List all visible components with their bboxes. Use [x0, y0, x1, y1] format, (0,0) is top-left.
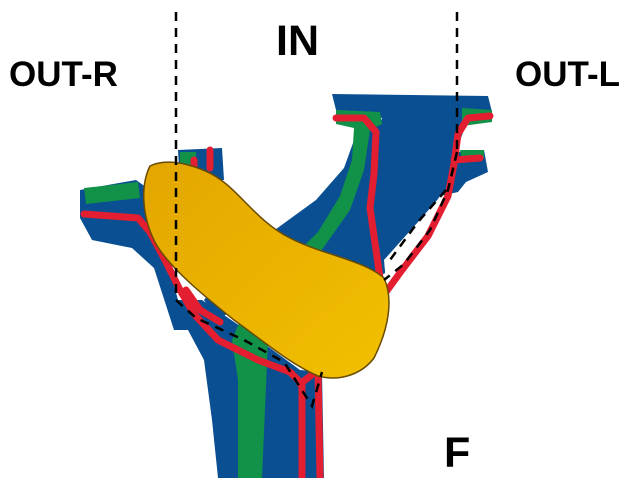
label-out-r: OUT-R — [9, 57, 118, 92]
label-f: F — [444, 432, 470, 475]
label-out-l: OUT-L — [515, 57, 620, 92]
label-in: IN — [276, 20, 319, 63]
